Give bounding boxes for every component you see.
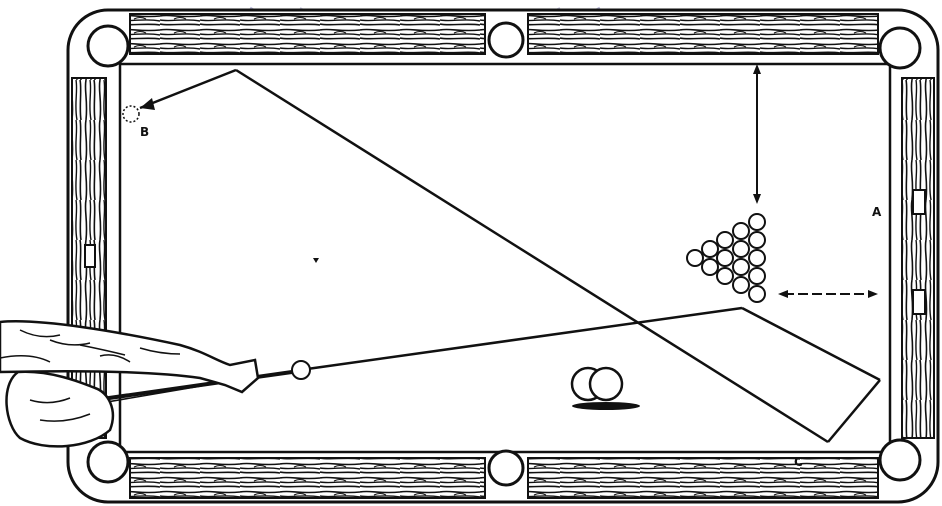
playing-surface — [120, 64, 890, 452]
top-left-rail — [130, 14, 485, 54]
pocket-bottom-right — [880, 440, 920, 480]
pocket-bottom-middle — [489, 451, 523, 485]
label-c: C — [794, 455, 803, 469]
right-sight-lower — [913, 290, 925, 314]
pocket-top-middle — [489, 23, 523, 57]
left-sight — [85, 245, 95, 267]
top-right-rail — [528, 14, 878, 54]
bottom-right-rail — [528, 458, 878, 498]
right-sight-upper — [913, 190, 925, 214]
pocket-top-left — [88, 26, 128, 66]
label-b: B — [140, 125, 149, 139]
bottom-left-rail — [130, 458, 485, 498]
cue-ball — [292, 361, 310, 379]
label-a: A — [872, 205, 882, 219]
pocket-bottom-left — [88, 442, 128, 482]
pocket-top-right — [880, 28, 920, 68]
right-rail — [902, 78, 934, 438]
